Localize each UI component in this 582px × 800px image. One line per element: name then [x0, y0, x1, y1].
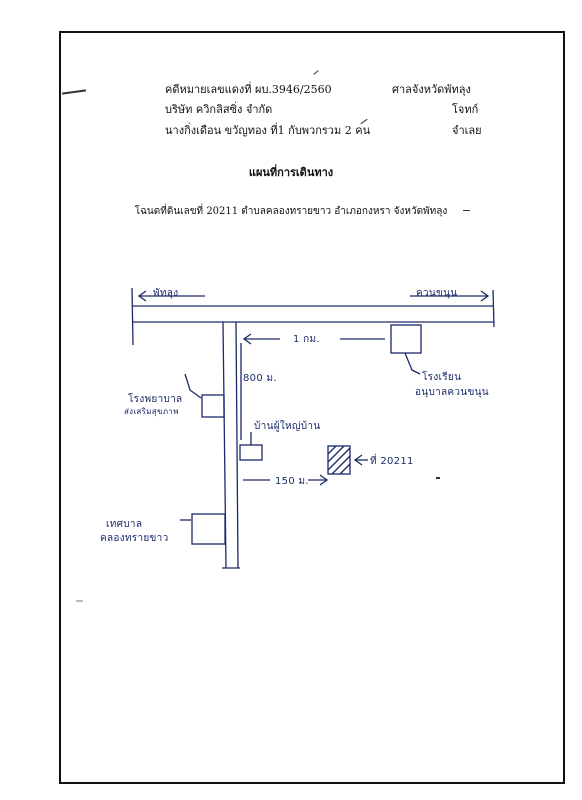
- plot-hatch-4: [331, 455, 351, 475]
- defendant-name: นางกิ่งเดือน ขวัญทอง ที่1 กับพวกรวม 2 คน: [165, 124, 371, 137]
- plaintiff-role: โจทก์: [452, 103, 479, 116]
- school-leader-line: [404, 352, 421, 375]
- label-municipality: เทศบาล: [106, 519, 143, 530]
- label-hospital-sub: ส่งเสริมสุขภาพ: [124, 407, 179, 416]
- plot-leader-arrowhead: [353, 454, 363, 466]
- label-house: บ้านผู้ใหญ่บ้าน: [254, 421, 321, 432]
- plot-hatch-1: [327, 445, 337, 455]
- plaintiff-name: บริษัท ควิกลิสซิ่ง จำกัด: [165, 103, 273, 116]
- municipality-building: [191, 513, 226, 545]
- arrow-left-head: [137, 290, 147, 302]
- distance-main-arrowhead: [242, 333, 252, 345]
- label-distance-side: 800 ม.: [243, 373, 277, 384]
- label-school: โรงเรียน: [422, 372, 462, 383]
- case-number: คดีหมายเลขแดงที่ ผบ.3946/2560: [165, 83, 332, 96]
- label-distance-plot: 150 ม.: [275, 476, 309, 487]
- label-distance-main: 1 กม.: [293, 334, 320, 345]
- scan-mark: [76, 600, 83, 602]
- side-road-right-edge: [235, 321, 239, 569]
- hospital-building: [201, 394, 225, 418]
- plot-hatch-5: [339, 463, 351, 475]
- school-building: [390, 324, 422, 354]
- plot-hatch-2: [327, 445, 345, 463]
- house-building: [239, 444, 263, 461]
- document-subtitle: โฉนดที่ดินเลขที่ 20211 ตำบลคลองทรายขาว อ…: [134, 206, 448, 217]
- label-plot: ที่ 20211: [370, 456, 414, 467]
- plot-square: [327, 445, 351, 475]
- label-left-destination: พัทลุง: [153, 288, 179, 299]
- label-municipality-sub: คลองทรายขาว: [100, 533, 169, 544]
- scan-mark: [436, 477, 440, 479]
- court-name: ศาลจังหวัดพัทลุง: [392, 83, 471, 96]
- label-hospital: โรงพยาบาล: [128, 394, 183, 405]
- page-border: [59, 31, 565, 784]
- distance-plot-arrowhead: [319, 474, 329, 486]
- main-road-right-end: [492, 289, 495, 328]
- scan-mark: [463, 210, 470, 211]
- arrow-right-head: [480, 290, 490, 302]
- label-school-sub: อนุบาลควนขนุน: [415, 387, 489, 398]
- hospital-leader-line: [184, 373, 202, 399]
- document-title: แผนที่การเดินทาง: [248, 166, 334, 179]
- defendant-role: จำเลย: [452, 124, 482, 137]
- label-right-destination: ควนขนุน: [416, 288, 458, 299]
- plot-hatch-3: [327, 447, 351, 471]
- main-road-left-end: [131, 287, 134, 346]
